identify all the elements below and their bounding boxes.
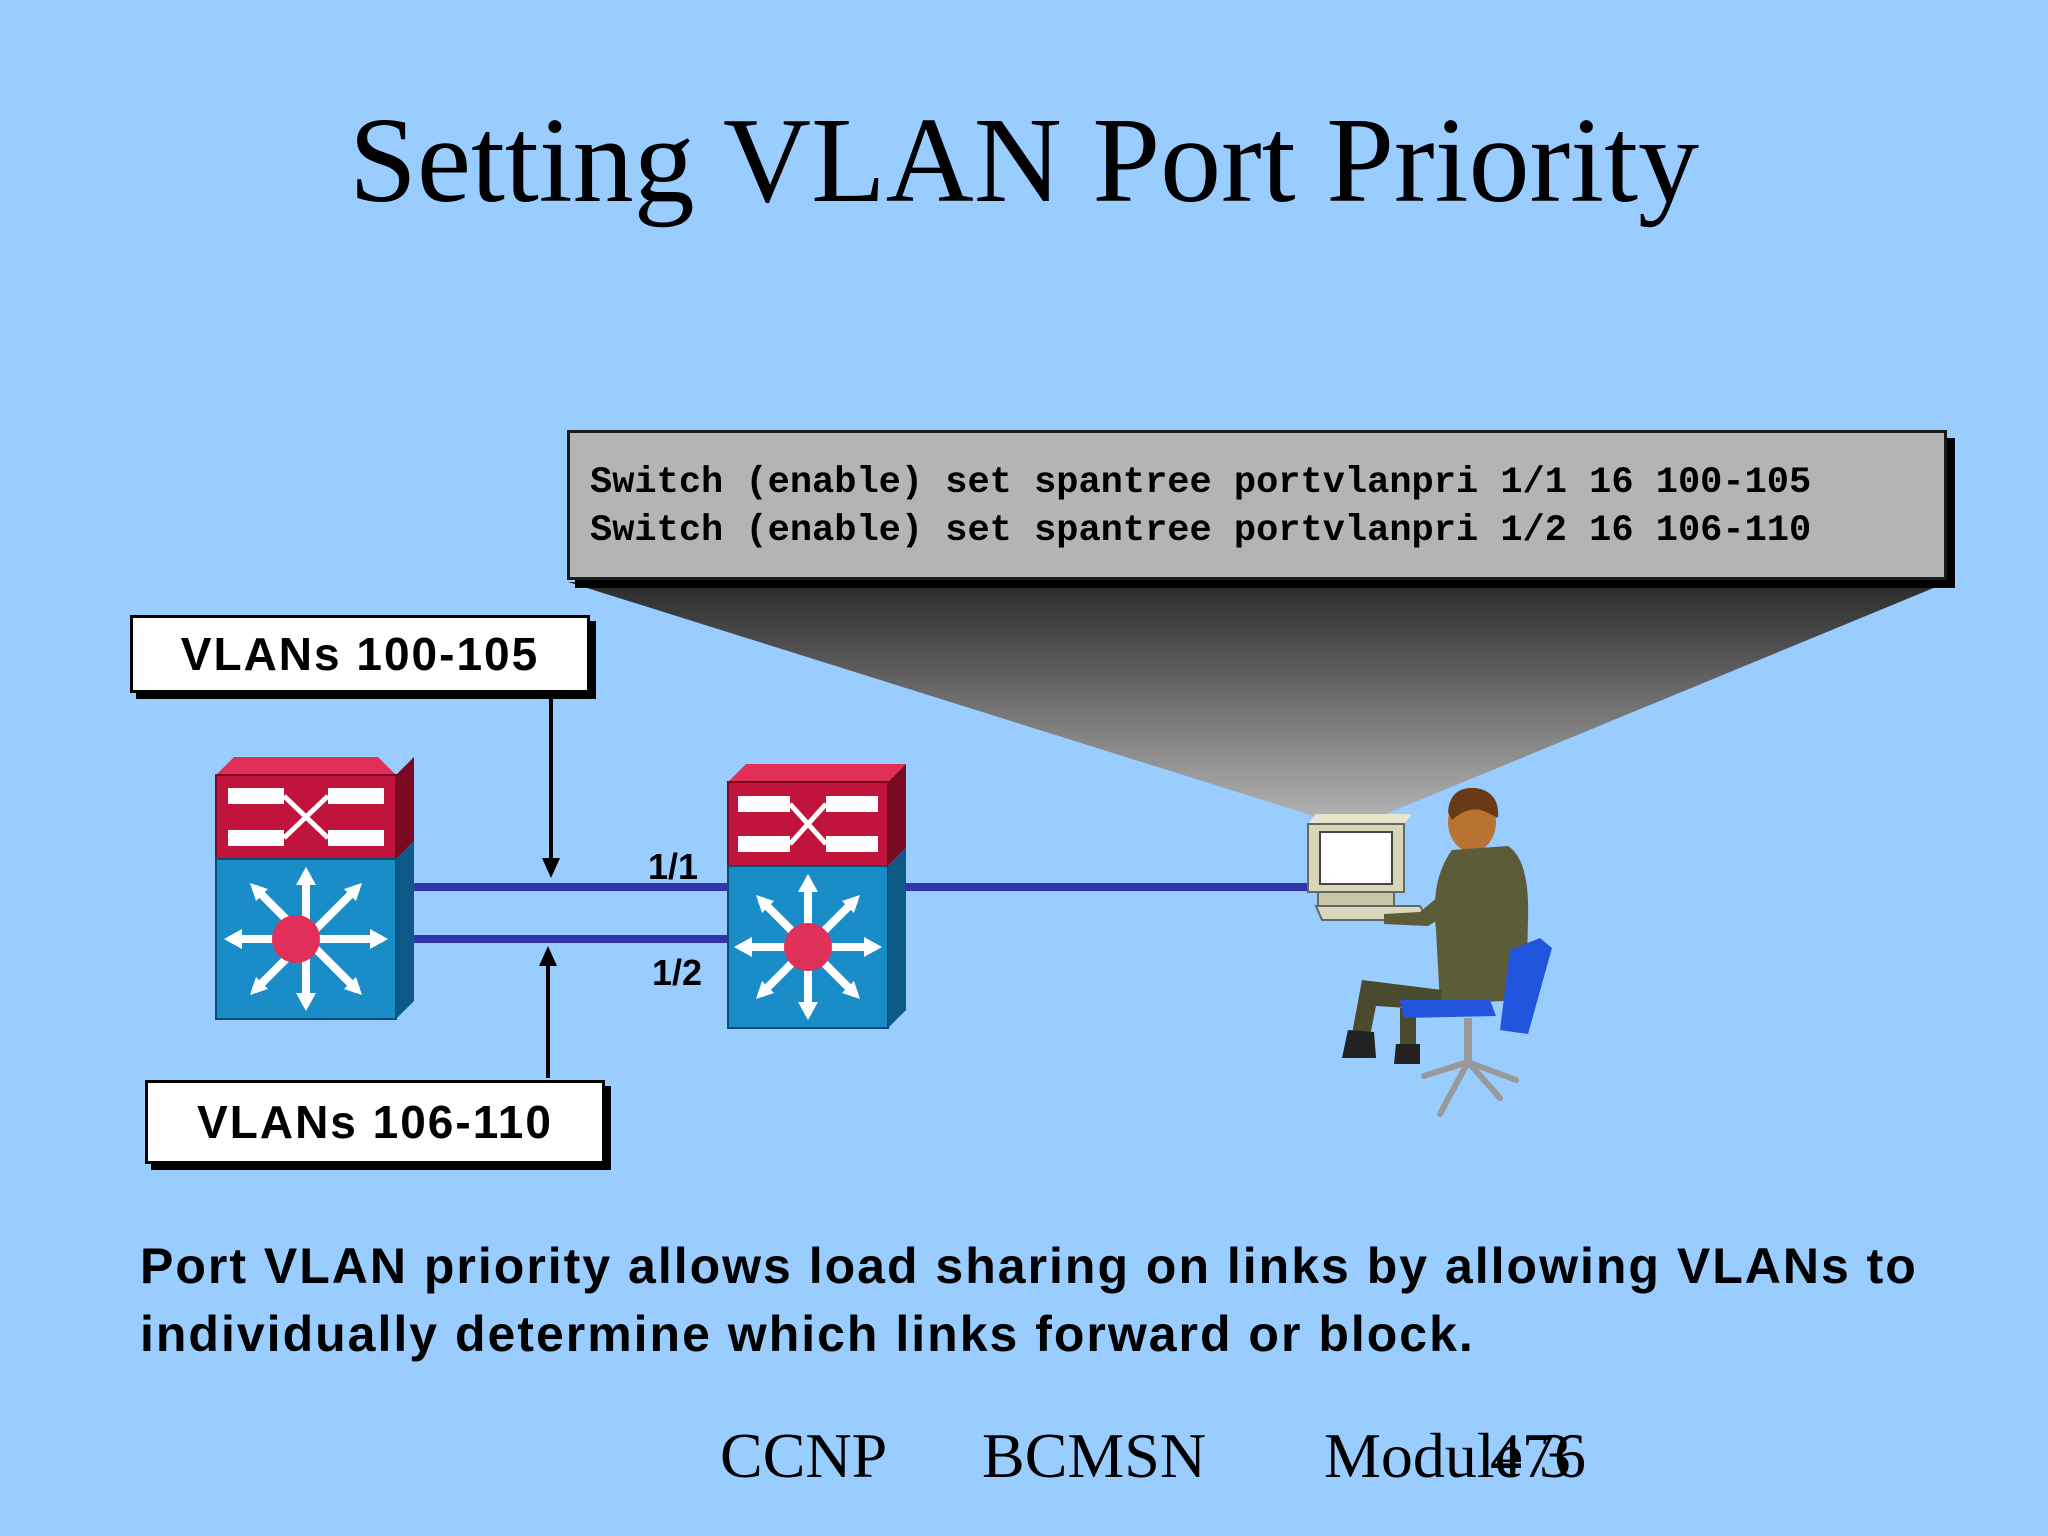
cli-line-1: Switch (enable) set spantree portvlanpri… <box>590 462 1812 504</box>
callout-beam <box>568 582 1948 828</box>
footer-subject: BCMSN <box>982 1420 1207 1491</box>
slide-description: Port VLAN priority allows load sharing o… <box>140 1238 1918 1362</box>
link-1-2 <box>396 935 728 943</box>
vlans-bottom-label: VLANs 106-110 <box>145 1080 605 1164</box>
footer-module: Module 3 <box>1324 1420 1572 1491</box>
footer-course: CCNP <box>720 1420 888 1491</box>
slide-title: Setting VLAN Port Priority <box>349 93 1699 228</box>
footer-page-number: 476 <box>1490 1420 1586 1491</box>
workstation-icon <box>1307 787 1552 1117</box>
cli-line-2: Switch (enable) set spantree portvlanpri… <box>590 510 1812 552</box>
arrow-head-down <box>542 858 560 878</box>
cli-command-box: Switch (enable) set spantree portvlanpri… <box>567 430 1947 580</box>
link-workstation <box>906 883 1318 891</box>
switch-icon-left <box>215 757 414 1020</box>
arrow-head-up <box>539 946 557 966</box>
port-label-1-1: 1/1 <box>648 846 699 887</box>
link-1-1 <box>396 883 728 891</box>
switch-icon-center <box>727 764 906 1029</box>
port-label-1-2: 1/2 <box>652 952 703 993</box>
vlans-top-label: VLANs 100-105 <box>130 615 590 693</box>
